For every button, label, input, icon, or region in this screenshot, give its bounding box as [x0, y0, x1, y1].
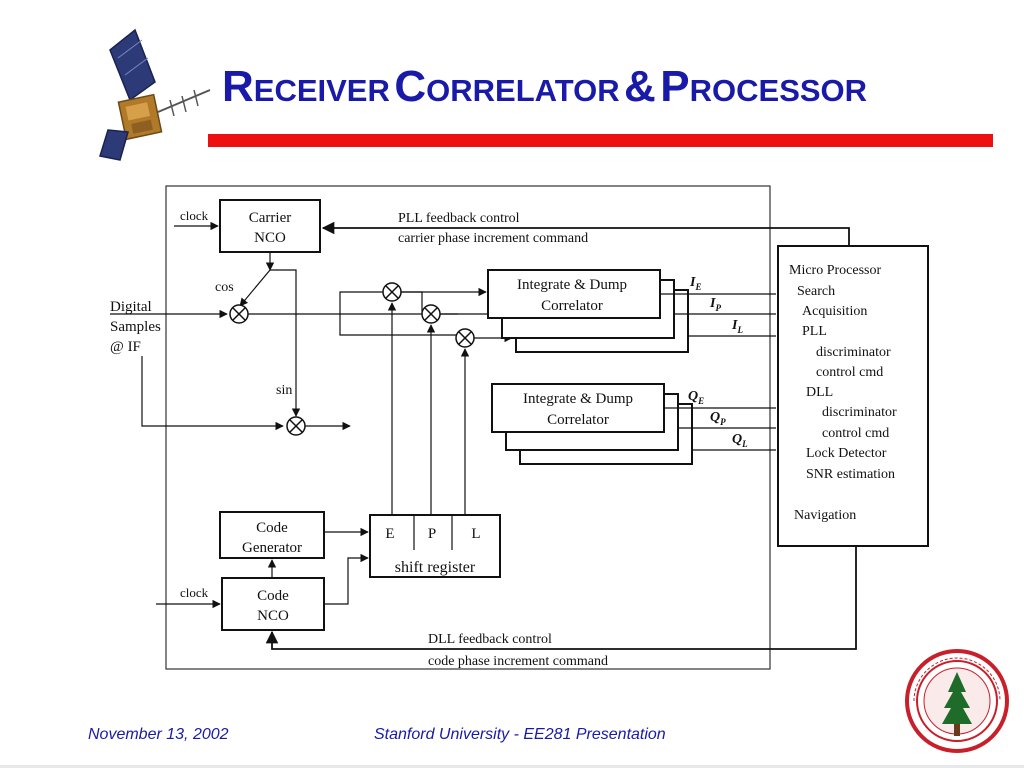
- dll-feedback-label-2: code phase increment command: [428, 654, 608, 669]
- processor-line-9: control cmd: [822, 426, 889, 441]
- processor-line-6: control cmd: [816, 365, 883, 380]
- output-il: IL: [731, 318, 743, 335]
- carrier-nco-label-1: Carrier: [249, 210, 291, 226]
- processor-line-2: Search: [797, 284, 835, 299]
- dll-feedback-line: [265, 546, 857, 650]
- title-underline-bar: [208, 134, 993, 147]
- q-mixer: [286, 416, 306, 436]
- micro-processor-block: Micro Processor Search Acquisition PLL d…: [777, 245, 929, 547]
- satellite-solar-panel-upper: [109, 28, 156, 102]
- correlator-bottom-stack: Integrate & Dump Correlator: [491, 383, 693, 465]
- code-nco-label-1: Code: [257, 588, 289, 604]
- code-nco-block: Code NCO: [221, 577, 325, 631]
- i-branch-line: [339, 291, 458, 336]
- output-ql: QL: [732, 432, 748, 449]
- processor-line-8: discriminator: [822, 405, 897, 420]
- pll-feedback-line: [321, 221, 850, 246]
- output-qp: QP: [710, 410, 726, 427]
- nco-cos-line: [239, 269, 271, 307]
- processor-line-5: discriminator: [816, 345, 891, 360]
- correlator-top-stack: Integrate & Dump Correlator: [487, 269, 689, 353]
- early-mixer: [382, 282, 402, 302]
- satellite-solar-panel-lower: [99, 129, 129, 161]
- correlator-top-label-2: Correlator: [541, 298, 603, 314]
- processor-line-3: Acquisition: [802, 304, 867, 319]
- digital-samples-label-1: Digital: [110, 299, 152, 315]
- code-generator-label-2: Generator: [242, 540, 302, 556]
- processor-line-1: Micro Processor: [789, 263, 881, 278]
- footer-date: November 13, 2002: [88, 726, 229, 743]
- slide-title: RECEIVER CORRELATOR & PROCESSOR: [222, 62, 1002, 122]
- pll-feedback-label-2: carrier phase increment command: [398, 231, 588, 246]
- shift-register-block: E P L shift register: [369, 514, 501, 578]
- processor-line-11: SNR estimation: [806, 467, 895, 482]
- carrier-nco-label-2: NCO: [254, 230, 286, 246]
- correlator-top-label-1: Integrate & Dump: [517, 277, 627, 293]
- carrier-nco-block: Carrier NCO: [219, 199, 321, 253]
- digital-samples-label-3: @ IF: [110, 339, 141, 355]
- digital-input-q-line: [141, 356, 284, 431]
- code-generator-label-1: Code: [256, 520, 288, 536]
- correlator-bottom-label-2: Correlator: [547, 412, 609, 428]
- code-clock-label: clock: [180, 585, 209, 600]
- code-generator-block: Code Generator: [219, 511, 325, 559]
- processor-line-12: Navigation: [794, 508, 856, 523]
- code-nco-label-2: NCO: [257, 608, 289, 624]
- processor-line-7: DLL: [806, 385, 833, 400]
- satellite-body: [117, 93, 163, 141]
- pll-feedback-label-1: PLL feedback control: [398, 211, 520, 226]
- title-word-2: CORRELATOR: [394, 62, 620, 111]
- output-ip: IP: [709, 296, 721, 313]
- carrier-clock-label: clock: [180, 208, 209, 223]
- processor-line-4: PLL: [802, 324, 827, 339]
- stanford-seal-logo: [905, 649, 1009, 753]
- title-word-4: PROCESSOR: [660, 62, 868, 111]
- receiver-block-diagram: Carrier NCO clock PLL feedback control c…: [110, 185, 929, 670]
- footer-presentation: Stanford University - EE281 Presentation: [374, 726, 666, 743]
- code-nco-to-shift-line: [324, 553, 369, 605]
- output-ie: IE: [689, 275, 701, 292]
- title-word-3: &: [624, 62, 656, 111]
- output-qe: QE: [688, 389, 704, 406]
- correlator-bottom-label-1: Integrate & Dump: [523, 391, 633, 407]
- title-word-1: RECEIVER: [222, 62, 390, 111]
- shift-register-label: shift register: [395, 559, 476, 576]
- shift-cell-p: P: [428, 526, 436, 542]
- satellite-logo: [99, 28, 211, 161]
- shift-cell-e: E: [385, 526, 394, 542]
- dll-feedback-label-1: DLL feedback control: [428, 632, 552, 647]
- late-mixer: [455, 328, 475, 348]
- i-mixer: [229, 304, 249, 324]
- digital-samples-label-2: Samples: [110, 319, 161, 335]
- processor-line-10: Lock Detector: [806, 446, 887, 461]
- sin-label: sin: [276, 383, 292, 398]
- satellite-antenna: [157, 89, 211, 117]
- footer-rule: [0, 765, 1024, 768]
- prompt-mixer: [421, 304, 441, 324]
- nco-sin-line: [270, 269, 301, 417]
- shift-cell-l: L: [471, 526, 480, 542]
- cos-label: cos: [215, 280, 234, 295]
